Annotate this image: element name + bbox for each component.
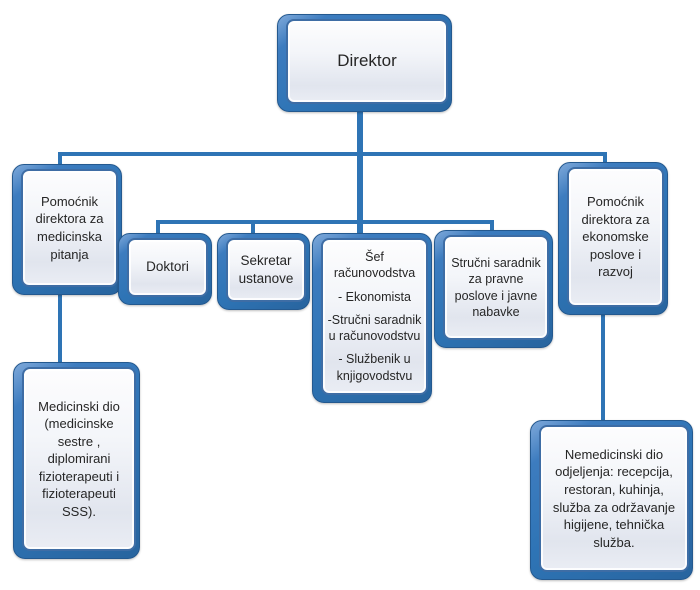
connector-level1-horizontal — [58, 152, 607, 156]
node-sekretar-ustanove-label: Sekretar ustanove — [238, 252, 294, 286]
node-doktori: Doktori — [118, 233, 212, 305]
connector-drop-sekretar — [251, 220, 255, 235]
node-sef-racunovodstva: Šef računovodstva - Ekonomista -Stručni … — [312, 233, 432, 403]
node-pomocnik-ekonomski: Pomoćnik direktora za ekonomske poslove … — [558, 162, 668, 315]
node-sekretar-ustanove: Sekretar ustanove — [217, 233, 310, 310]
node-sef-racunovodstva-item: -Stručni saradnik u računovodstvu — [327, 312, 422, 344]
node-sef-racunovodstva-item: - Službenik u knjigovodstvu — [336, 352, 413, 383]
node-sef-racunovodstva-label: Šef računovodstva — [333, 250, 416, 281]
connector-drop-doktori — [156, 220, 160, 235]
node-medicinski-dio: Medicinski dio (medicinske sestre , dipl… — [13, 362, 140, 559]
node-pomocnik-medicinska: Pomoćnik direktora za medicinska pitanja — [12, 164, 122, 295]
connector-level2-horizontal — [156, 220, 494, 224]
connector-drop-pomocnik-ekonomski — [603, 152, 607, 164]
node-direktor-label: Direktor — [337, 51, 397, 71]
node-pomocnik-medicinska-label: Pomoćnik direktora za medicinska pitanja — [35, 193, 104, 262]
node-direktor: Direktor — [277, 14, 452, 112]
node-sef-racunovodstva-item: - Ekonomista — [338, 289, 411, 304]
node-doktori-label: Doktori — [146, 259, 189, 275]
connector-pomocnik-ekonomski-to-nemedicinski — [601, 314, 605, 421]
node-strucni-saradnik: Stručni saradnik za pravne poslove i jav… — [434, 230, 553, 348]
node-pomocnik-ekonomski-label: Pomoćnik direktora za ekonomske poslove … — [581, 194, 650, 280]
node-medicinski-dio-label: Medicinski dio (medicinske sestre , dipl… — [38, 398, 120, 519]
connector-drop-strucni — [490, 220, 494, 232]
connector-direktor-vertical — [357, 110, 363, 235]
connector-drop-pomocnik-medicinska — [58, 152, 62, 166]
node-nemedicinski-dio: Nemedicinski dio odjeljenja: recepcija, … — [530, 420, 693, 580]
node-nemedicinski-dio-label: Nemedicinski dio odjeljenja: recepcija, … — [552, 446, 676, 550]
node-strucni-saradnik-label: Stručni saradnik za pravne poslove i jav… — [451, 256, 541, 319]
connector-pomocnik-medicinska-to-medicinski — [58, 293, 62, 363]
